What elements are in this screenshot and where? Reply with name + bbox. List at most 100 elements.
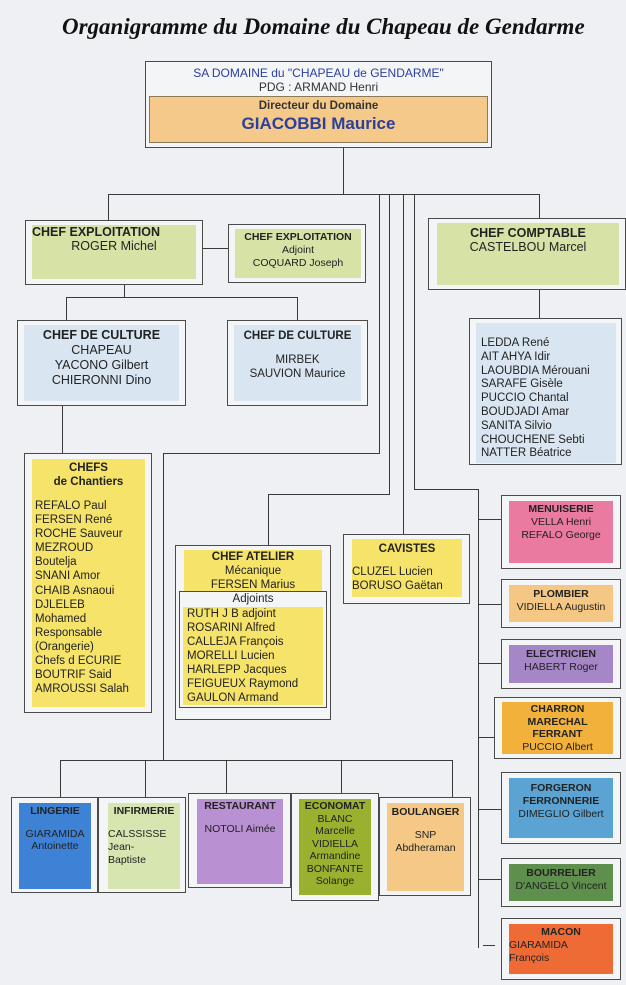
- connector-to-culture-1: [66, 297, 67, 320]
- charron-name: PUCCIO Albert: [522, 740, 593, 753]
- chart-title: Organigramme du Domaine du Chapeau de Ge…: [62, 14, 585, 39]
- connector-line-3: [403, 194, 404, 536]
- macon-name: GIARAMIDA: [509, 939, 568, 951]
- chef-culture-2-name: MIRBEK: [275, 354, 320, 366]
- caviste-name: BORUSO Gaëtan: [352, 580, 443, 592]
- chantier-name: BOUTRIF Said: [35, 669, 112, 682]
- forgeron-role: FERRONNERIE: [522, 795, 600, 807]
- connector-to-economat: [341, 760, 342, 793]
- economat-role: ECONOMAT: [304, 800, 366, 812]
- adjoint-name: FEIGUEUX Raymond: [187, 678, 299, 690]
- chantiers-role-1: CHEFS: [69, 462, 108, 474]
- chantiers-list: REFALO Paul FERSEN René ROCHE Sauveur ME…: [32, 499, 145, 696]
- charron-role: MARECHAL: [527, 715, 588, 728]
- chantier-name: FERSEN René: [35, 514, 113, 527]
- connector-to-chef-exploitation: [108, 194, 109, 220]
- comptable-name: SARAFE Gisèle: [481, 378, 563, 391]
- lingerie-box[interactable]: LINGERIE GIARAMIDA Antoinette: [11, 797, 98, 893]
- chantier-name: REFALO Paul: [35, 500, 107, 512]
- comptable-name: BOUDJADI Amar: [481, 405, 570, 418]
- connector-culture-bus: [66, 297, 298, 298]
- boulanger-name: SNP: [414, 829, 437, 841]
- chantier-name: Chefs d ECURIE: [35, 655, 122, 668]
- chantier-name: Boutelja: [35, 556, 77, 569]
- bourrelier-box[interactable]: BOURRELIER D'ANGELO Vincent: [501, 858, 621, 907]
- macon-box[interactable]: MACON GIARAMIDA François: [501, 918, 621, 980]
- connector-to-chef-comptable: [539, 194, 540, 220]
- chefs-chantiers-box[interactable]: CHEFS de Chantiers REFALO Paul FERSEN Re…: [24, 453, 152, 713]
- charron-role: CHARRON: [530, 703, 585, 715]
- menuiserie-box[interactable]: MENUISERIE VELLA Henri REFALO George: [501, 495, 621, 569]
- lingerie-role: LINGERIE: [30, 805, 80, 817]
- connector-line-4: [414, 194, 415, 490]
- chantier-name: (Orangerie): [35, 640, 94, 653]
- infirmerie-role: INFIRMERIE: [113, 805, 175, 817]
- forgeron-role: FORGERON: [530, 782, 592, 794]
- chef-culture-1-box[interactable]: CHEF DE CULTURE CHAPEAU YACONO Gilbert C…: [17, 320, 186, 406]
- connector-to-chantiers: [62, 405, 63, 453]
- charron-role: FERRANT: [532, 728, 583, 740]
- cavistes-box[interactable]: CAVISTES CLUZEL Lucien BORUSO Gaëtan: [343, 534, 470, 604]
- pdg-label: PDG : ARMAND Henri: [258, 80, 379, 94]
- connector-to-culture-2: [297, 297, 298, 320]
- comptable-name: PUCCIO Chantal: [481, 392, 569, 405]
- chef-culture-2-box[interactable]: CHEF DE CULTURE MIRBEK SAUVION Maurice: [227, 320, 368, 406]
- connector-trade-3: [478, 663, 501, 664]
- chef-culture-2-role: CHEF DE CULTURE: [243, 330, 352, 342]
- connector-services-drop: [163, 453, 164, 760]
- director-name: GIACOBBI Maurice: [241, 114, 396, 133]
- chantier-name: Responsable: [35, 626, 103, 639]
- company-box[interactable]: SA DOMAINE du "CHAPEAU de GENDARME" PDG …: [145, 61, 492, 148]
- plombier-box[interactable]: PLOMBIER VIDIELLA Augustin: [501, 579, 621, 628]
- chantier-name: Mohamed: [35, 612, 87, 625]
- chantier-name: SNANI Amor: [35, 570, 101, 583]
- cavistes-role: CAVISTES: [378, 543, 436, 555]
- plombier-name: VIDIELLA Augustin: [516, 601, 606, 613]
- boulanger-role: BOULANGER: [391, 806, 460, 818]
- chef-exploitation-adjoint-box[interactable]: CHEF EXPLOITATION Adjoint COQUARD Joseph: [228, 224, 366, 283]
- adjoints-list: RUTH J B adjoint ROSARINI Alfred CALLEJA…: [183, 607, 323, 705]
- infirmerie-name: Jean-: [108, 841, 135, 853]
- economat-name: VIDIELLA: [311, 837, 359, 850]
- connector-services-bus: [60, 760, 453, 761]
- director-box: Directeur du Domaine GIACOBBI Maurice: [149, 96, 488, 143]
- chef-exploitation-box[interactable]: CHEF EXPLOITATION ROGER Michel: [25, 220, 203, 285]
- comptable-name: LEDDA René: [481, 337, 550, 349]
- bourrelier-name: D'ANGELO Vincent: [515, 880, 607, 892]
- restaurant-box[interactable]: RESTAURANT NOTOLI Aimée: [188, 793, 291, 888]
- macon-name: François: [509, 952, 550, 964]
- connector-atelier-h: [268, 494, 390, 495]
- economat-box[interactable]: ECONOMAT BLANC Marcelle VIDIELLA Armandi…: [291, 793, 379, 901]
- chef-culture-1-name: CHAPEAU: [71, 343, 132, 357]
- connector-lower-left: [163, 453, 380, 454]
- adjoint-sub: Adjoint: [281, 244, 315, 256]
- chef-comptable-role: CHEF COMPTABLE: [470, 226, 586, 240]
- chef-culture-1-name: CHIERONNI Dino: [51, 373, 152, 387]
- chef-exploitation-name: ROGER Michel: [71, 239, 157, 253]
- adjoint-name: GAULON Armand: [187, 692, 279, 704]
- chef-comptable-box[interactable]: CHEF COMPTABLE CASTELBOU Marcel: [428, 218, 626, 290]
- connector-top-bus: [108, 194, 540, 195]
- electricien-box[interactable]: ELECTRICIEN HABERT Roger: [501, 639, 621, 689]
- adjoint-name: HARLEPP Jacques: [187, 664, 287, 676]
- lingerie-name: Antoinette: [31, 840, 79, 852]
- charron-box[interactable]: CHARRON MARECHAL FERRANT PUCCIO Albert: [494, 697, 621, 759]
- infirmerie-box[interactable]: INFIRMERIE CALSSISSE Jean- Baptiste: [98, 797, 186, 893]
- connector-trade-5: [478, 809, 501, 810]
- chef-atelier-box[interactable]: CHEF ATELIER Mécanique FERSEN Marius Adj…: [175, 545, 331, 720]
- macon-role: MACON: [541, 926, 581, 938]
- electricien-name: HABERT Roger: [524, 661, 598, 673]
- connector-trade-6: [478, 879, 501, 880]
- boulanger-box[interactable]: BOULANGER SNP Abdheraman: [379, 797, 471, 896]
- atelier-role: CHEF ATELIER: [211, 551, 295, 563]
- comptable-name: CHOUCHENE Sebti: [481, 433, 585, 446]
- chantier-name: CHAIB Asnaoui: [35, 584, 115, 597]
- connector-trade-7: [483, 945, 495, 946]
- comptables-box[interactable]: LEDDA René AIT AHYA Idir LAOUBDIA Méroua…: [469, 318, 622, 465]
- connector-trade-2: [478, 604, 501, 605]
- connector-exploitation-adjoint: [202, 248, 228, 249]
- forgeron-box[interactable]: FORGERON FERRONNERIE DIMEGLIO Gilbert: [501, 772, 621, 844]
- connector-director-down: [343, 147, 344, 195]
- chef-exploitation-role: CHEF EXPLOITATION: [32, 225, 161, 239]
- electricien-role: ELECTRICIEN: [525, 648, 596, 660]
